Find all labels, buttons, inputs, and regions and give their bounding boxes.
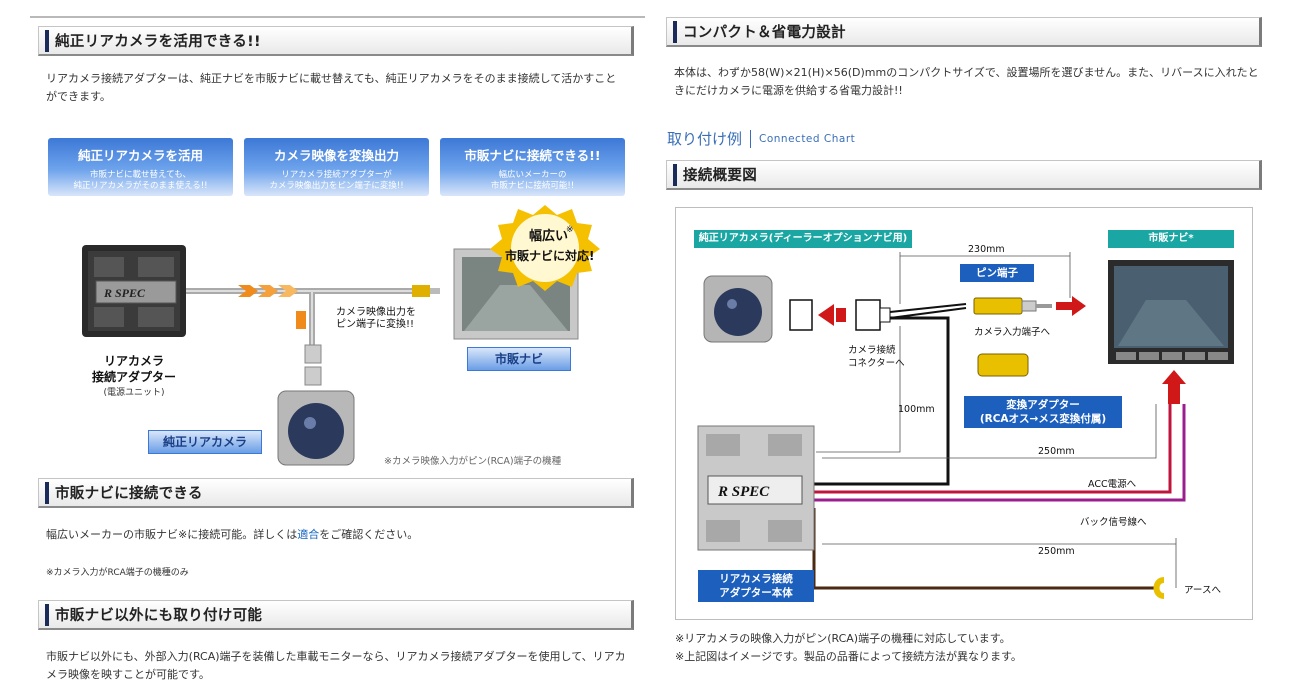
- feature-title: 純正リアカメラを活用: [77, 148, 203, 163]
- compatibility-link[interactable]: 適合: [297, 528, 320, 541]
- install-subtitle: Connected Chart: [759, 132, 856, 145]
- back-signal-label: バック信号線へ: [1080, 517, 1147, 528]
- heading-text: 市販ナビ以外にも取り付け可能: [55, 608, 263, 624]
- diagram-note: ※上記図はイメージです。製品の品番によって接続方法が異なります。: [675, 650, 1022, 663]
- output-label-1: カメラ映像出力を: [336, 305, 416, 318]
- ground-label: アースへ: [1184, 585, 1221, 596]
- section-heading-rear-camera: 純正リアカメラを活用できる!!: [38, 26, 634, 56]
- diagram-note: ※リアカメラの映像入力がピン(RCA)端子の機種に対応しています。: [675, 632, 1011, 645]
- camera-input-label: カメラ入力端子へ: [974, 327, 1051, 338]
- feature-card-2: カメラ映像を変換出力 リアカメラ接続アダプターがカメラ映像出力をピン端子に変換!…: [244, 138, 429, 196]
- navi-connect-description: 幅広いメーカーの市販ナビ※に接続可能。詳しくは適合をご確認ください。: [46, 526, 626, 544]
- acc-label: ACC電源へ: [1088, 479, 1137, 490]
- illustration-note: ※カメラ映像入力がピン(RCA)端子の機種: [384, 455, 562, 467]
- adapter-label-1: リアカメラ: [104, 354, 164, 368]
- navi-connect-note: ※カメラ入力がRCA端子の機種のみ: [46, 568, 189, 578]
- feature-card-1: 純正リアカメラを活用 市販ナビに載せ替えても、純正リアカメラがそのまま使える!!: [48, 138, 233, 196]
- conv-label-line: 変換アダプター: [1006, 399, 1080, 411]
- adapter-label-3: (電源ユニット): [103, 387, 164, 398]
- text-part: 幅広いメーカーの市販ナビ※に接続可能。詳しくは: [46, 528, 298, 541]
- dim-250-a: 250mm: [1038, 446, 1075, 457]
- rear-camera-description: リアカメラ接続アダプターは、純正ナビを市販ナビに載せ替えても、純正リアカメラをそ…: [46, 72, 617, 103]
- connector-label: カメラ接続 コネクターへ: [848, 344, 905, 370]
- connector-label-line: コネクターへ: [848, 358, 905, 369]
- adapter-logo: R SPEC: [103, 286, 146, 300]
- feature-title: 市販ナビに接続できる!!: [464, 148, 601, 163]
- top-divider-left: [30, 16, 645, 18]
- diagram-adapter-body-image: [697, 425, 815, 551]
- feature-line: 純正リアカメラがそのまま使える!!: [73, 181, 208, 191]
- heading-accent: [45, 481, 49, 504]
- arrow-right-icon: [1056, 296, 1086, 316]
- heading-accent: [673, 20, 677, 43]
- camera-label: 純正リアカメラ: [148, 430, 262, 454]
- diagram-notes: ※リアカメラの映像入力がピン(RCA)端子の機種に対応しています。 ※上記図はイ…: [675, 630, 1265, 666]
- diagram-camera-image: [703, 275, 773, 343]
- feature-line: 市販ナビに接続可能!!: [490, 181, 575, 191]
- rear-camera-image: [277, 390, 355, 466]
- badge-mark: ※: [566, 225, 574, 235]
- heading-text: 市販ナビに接続できる: [55, 486, 203, 502]
- connection-diagram: R SPEC 純正リアカメラ(ディーラーオプションナビ用) 市販ナビ* 230m…: [675, 207, 1253, 620]
- badge-text-1: 幅広い: [529, 228, 568, 244]
- install-divider: [750, 129, 752, 148]
- section-heading-other-monitors: 市販ナビ以外にも取り付け可能: [38, 600, 634, 630]
- section-heading-connection-overview: 接続概要図: [666, 160, 1262, 190]
- arrow-up-icon: [1162, 370, 1186, 404]
- camera-label-box: 純正リアカメラ(ディーラーオプションナビ用): [694, 230, 912, 248]
- compact-description: 本体は、わずか58(W)×21(H)×56(D)mmのコンパクトサイズで、設置場…: [674, 66, 1259, 97]
- feature-line: 市販ナビに載せ替えても、: [90, 170, 191, 180]
- feature-line: 幅広いメーカーの: [498, 170, 567, 180]
- body-label-line: アダプター本体: [719, 587, 793, 599]
- install-title: 取り付け例: [667, 130, 743, 148]
- text-part: をご確認ください。: [319, 528, 419, 541]
- feature-card-3: 市販ナビに接続できる!! 幅広いメーカーの市販ナビに接続可能!!: [440, 138, 625, 196]
- heading-accent: [45, 603, 49, 626]
- dim-100: 100mm: [898, 404, 935, 415]
- heading-accent: [673, 163, 677, 186]
- navi-label: 市販ナビ: [467, 347, 571, 371]
- diagram-navi-image: [1108, 260, 1234, 364]
- section-heading-navi-connect: 市販ナビに接続できる: [38, 478, 634, 508]
- badge-text-2: 市販ナビに対応!: [505, 248, 594, 263]
- body-label-line: リアカメラ接続: [719, 573, 793, 585]
- dim-250-b: 250mm: [1038, 546, 1075, 557]
- adapter-label-2: 接続アダプター: [92, 369, 176, 384]
- product-illustration: R SPEC 幅広い ※ 市販ナビに対応! カメラ映像出力を ピン端子に変換!!…: [82, 205, 600, 467]
- arrow-left-icon: [818, 304, 834, 326]
- feature-line: リアカメラ接続アダプターが: [281, 170, 392, 180]
- heading-text: コンパクト＆省電力設計: [683, 25, 846, 41]
- dim-230: 230mm: [968, 244, 1005, 255]
- navi-label-box: 市販ナビ*: [1108, 230, 1234, 248]
- conv-adapter-label-box: 変換アダプター (RCAオス→メス変換付属): [964, 396, 1122, 428]
- heading-text: 接続概要図: [683, 168, 757, 184]
- feature-line: カメラ映像出力をピン端子に変換!!: [269, 181, 404, 191]
- section-heading-compact: コンパクト＆省電力設計: [666, 17, 1262, 47]
- diagram-logo: R SPEC: [717, 484, 770, 500]
- connector-label-line: カメラ接続: [848, 345, 896, 356]
- heading-accent: [45, 29, 49, 52]
- ground-terminal-icon: [1153, 577, 1165, 599]
- adapter-body-label-box: リアカメラ接続 アダプター本体: [698, 570, 814, 602]
- badge-wide-compatibility: [490, 205, 600, 291]
- pin-label-box: ピン端子: [960, 264, 1034, 282]
- install-example-heading: 取り付け例 Connected Chart: [667, 128, 855, 149]
- diagram-lines: R SPEC: [697, 252, 1234, 599]
- other-monitors-description: 市販ナビ以外にも、外部入力(RCA)端子を装備した車載モニターなら、リアカメラ接…: [46, 650, 626, 681]
- feature-title: カメラ映像を変換出力: [273, 148, 399, 163]
- adapter-unit-image: [82, 245, 186, 337]
- conv-label-line: (RCAオス→メス変換付属): [979, 413, 1107, 425]
- heading-text: 純正リアカメラを活用できる!!: [55, 34, 261, 50]
- output-label-2: ピン端子に変換!!: [336, 317, 414, 330]
